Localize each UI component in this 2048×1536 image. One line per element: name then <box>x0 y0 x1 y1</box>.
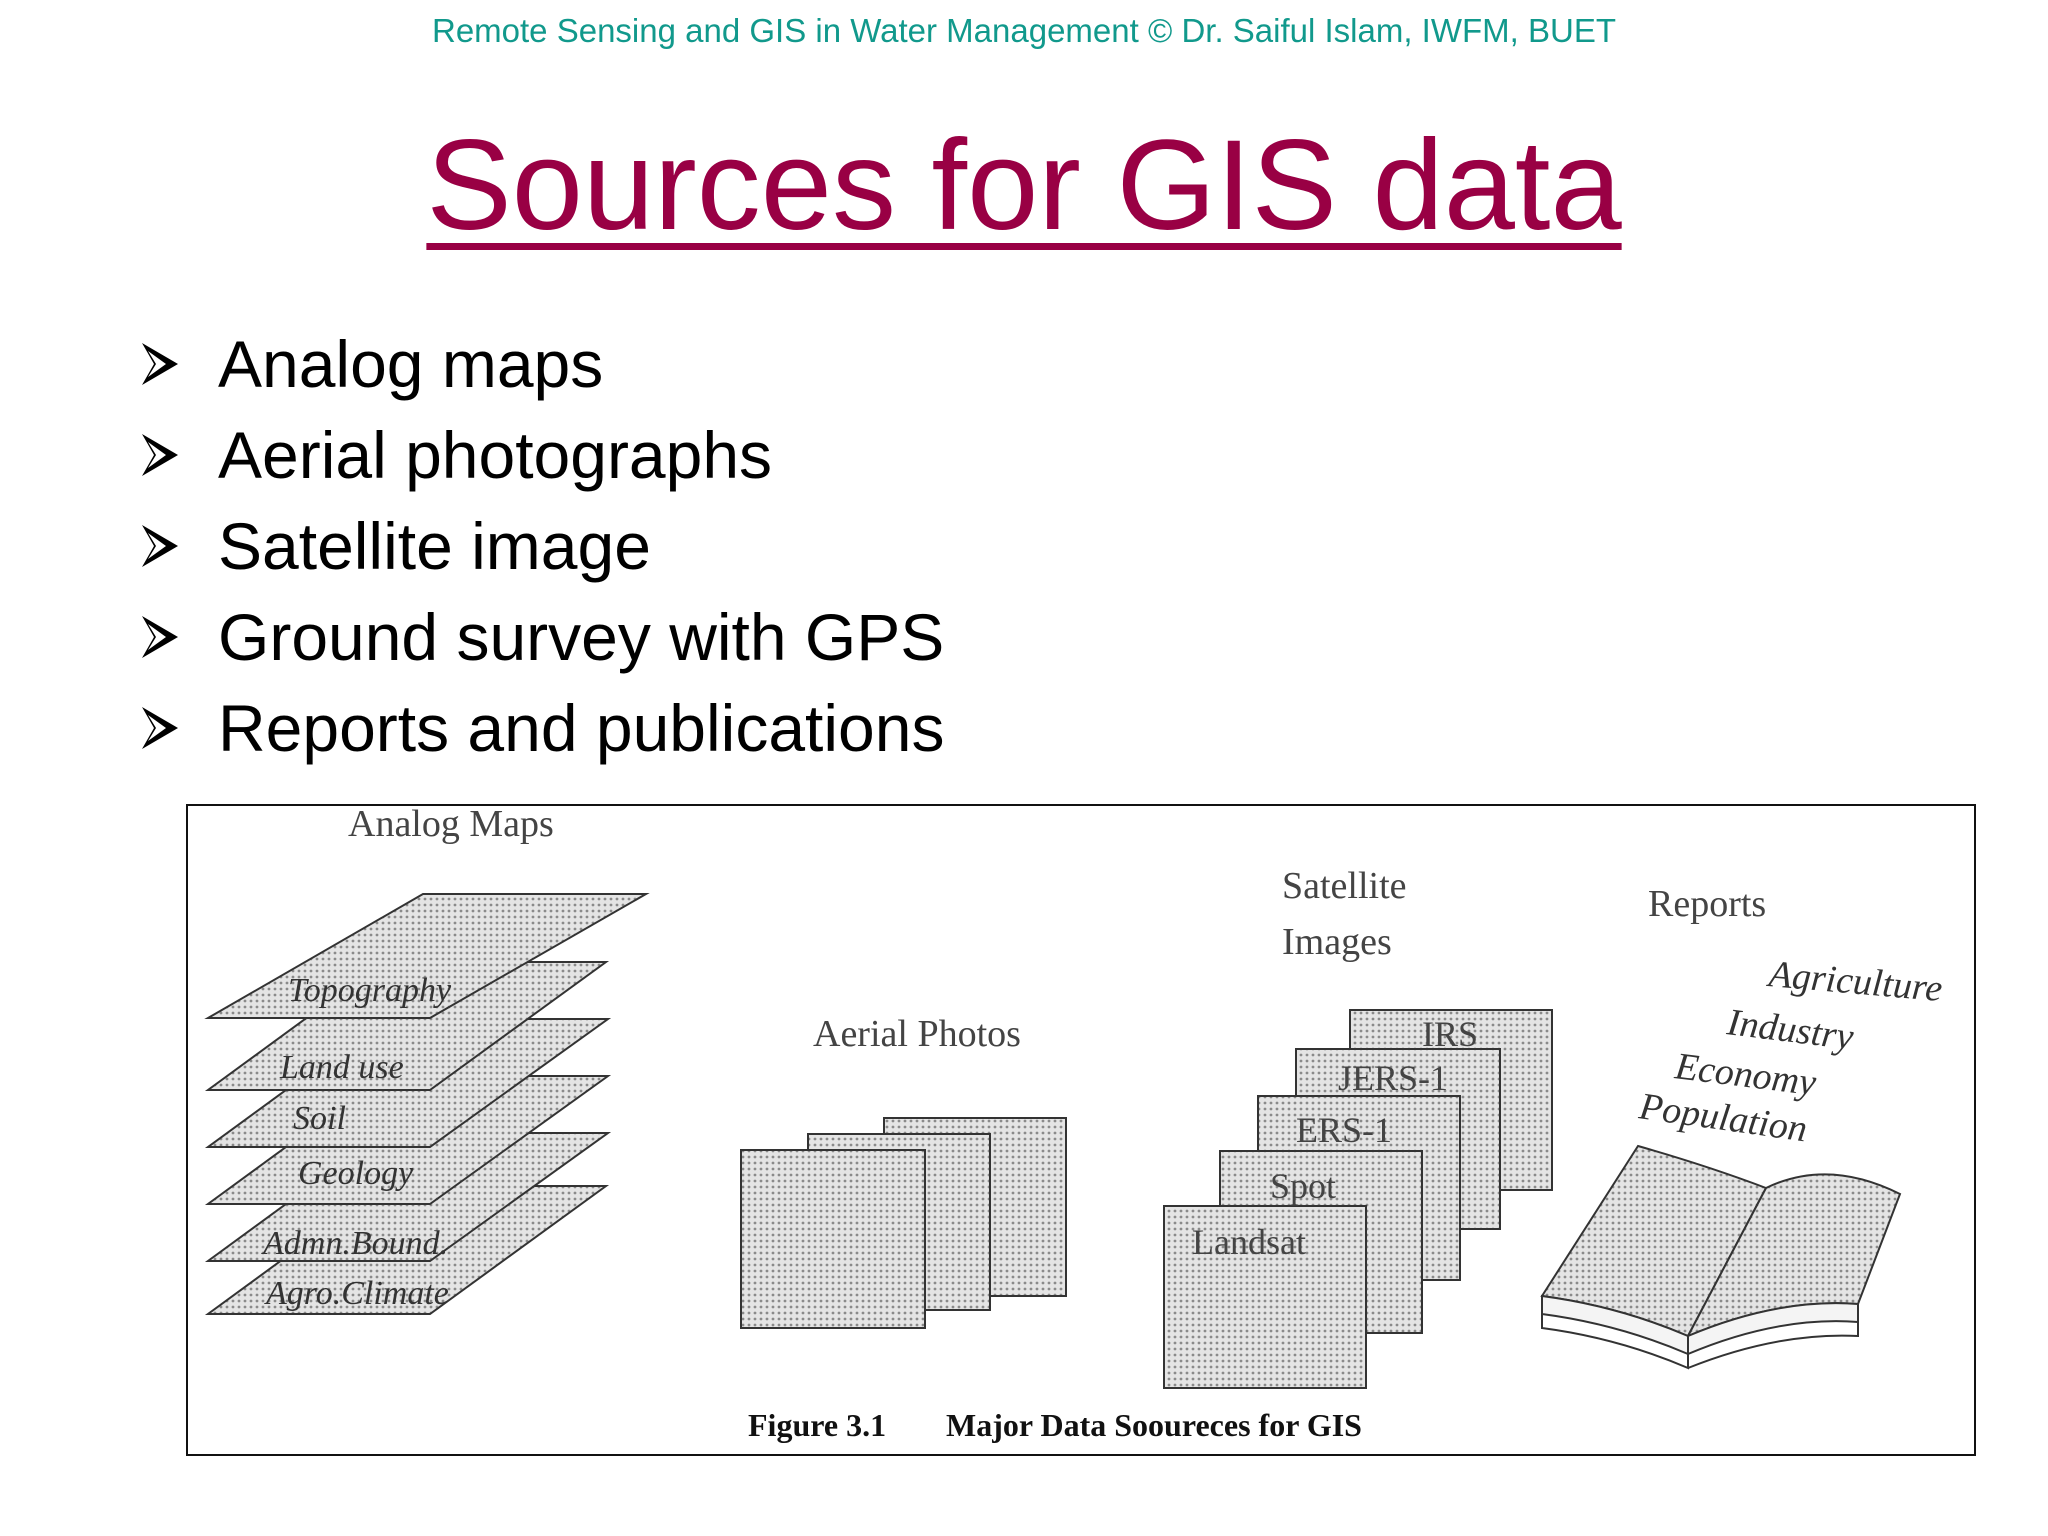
bullet-list: Analog maps Aerial photographs Satellite… <box>140 318 944 773</box>
data-sources-figure: Analog Maps Topography Land use Soil Geo… <box>204 806 1944 1443</box>
bullet-text: Analog maps <box>218 326 604 401</box>
slide-title-text: Sources for GIS data <box>426 114 1622 257</box>
bullet-item: Analog maps <box>140 318 944 409</box>
layer-label: Geology <box>298 1155 414 1192</box>
aerial-photo <box>740 1149 926 1329</box>
satellite-name: IRS <box>1422 1014 1478 1054</box>
reports-label: Reports <box>1648 883 1766 925</box>
slide-header: Remote Sensing and GIS in Water Manageme… <box>431 12 1616 49</box>
layer-label: Agro.Climate <box>264 1275 449 1312</box>
layer-label: Land use <box>279 1049 404 1086</box>
satellite-label: Satellite <box>1282 865 1407 907</box>
layer-label: Topography <box>288 972 452 1009</box>
bullet-item: Ground survey with GPS <box>140 591 944 682</box>
arrow-bullet-icon <box>142 706 178 749</box>
analog-maps-label: Analog Maps <box>348 806 554 845</box>
arrow-bullet-icon <box>142 615 178 658</box>
slide-title: Sources for GIS data <box>0 122 2048 250</box>
arrow-bullet-icon <box>142 524 178 567</box>
bullet-text: Reports and publications <box>218 690 945 765</box>
open-book-icon <box>1540 1144 1902 1370</box>
report-topic: Agriculture <box>1764 953 1944 1010</box>
figure-panel: Analog Maps Topography Land use Soil Geo… <box>186 804 1976 1456</box>
arrow-bullet-icon <box>142 342 178 385</box>
bullet-item: Reports and publications <box>140 682 944 773</box>
layer-label: Soil <box>293 1100 346 1137</box>
map-layer-stack <box>204 893 650 1315</box>
satellite-image-stack <box>1163 1009 1553 1389</box>
bullet-item: Aerial photographs <box>140 409 944 500</box>
report-topic: Industry <box>1724 1001 1856 1058</box>
map-layer-topography <box>204 893 650 1019</box>
bullet-text: Satellite image <box>218 508 651 583</box>
bullet-item: Satellite image <box>140 500 944 591</box>
aerial-photos-label: Aerial Photos <box>813 1013 1021 1055</box>
bullet-text: Aerial photographs <box>218 417 773 492</box>
aerial-photo-stack <box>740 1117 1067 1329</box>
figure-caption-text: Major Data Sooureces for GIS <box>946 1407 1362 1443</box>
satellite-image-landsat <box>1163 1205 1367 1389</box>
figure-caption-number: Figure 3.1 <box>748 1407 886 1443</box>
layer-label: Admn.Bound. <box>261 1225 448 1262</box>
satellite-name: ERS-1 <box>1296 1110 1392 1150</box>
images-label: Images <box>1282 921 1392 963</box>
arrow-bullet-icon <box>142 433 178 476</box>
satellite-name: Landsat <box>1192 1222 1306 1262</box>
satellite-name: JERS-1 <box>1338 1058 1448 1098</box>
satellite-name: Spot <box>1270 1166 1336 1206</box>
bullet-text: Ground survey with GPS <box>218 599 945 674</box>
